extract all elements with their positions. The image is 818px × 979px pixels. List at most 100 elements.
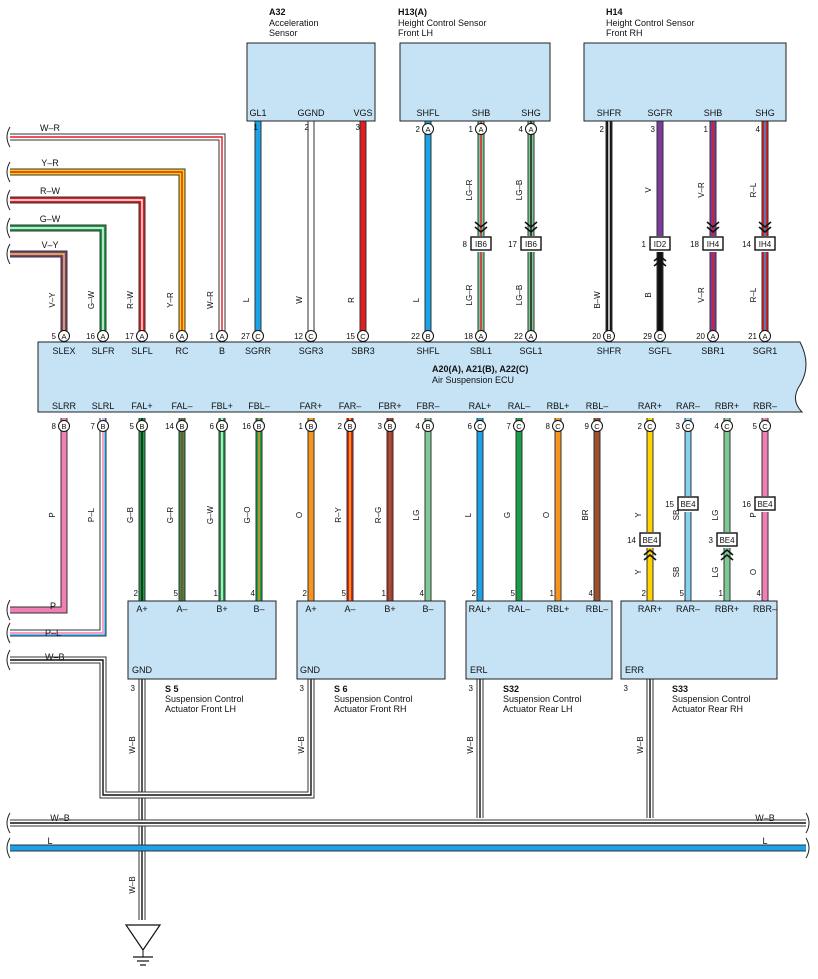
actuator-box-s5	[127, 600, 277, 680]
sensor-name: Height Control Sensor	[606, 18, 695, 28]
pin-number: 6	[210, 422, 215, 431]
pin-number: 1	[299, 422, 304, 431]
ecu-pin-label: SGL1	[519, 346, 542, 356]
wire-color-label: W–B	[128, 736, 137, 753]
junction-connector-box	[754, 236, 776, 251]
junction-connector-box	[470, 236, 492, 251]
connector-letter: C	[657, 332, 663, 341]
wire-color-label: W–R	[40, 123, 61, 133]
wire-break-mark	[6, 217, 11, 239]
ecu-box	[37, 341, 807, 413]
pin-number: 2	[338, 422, 343, 431]
pin-number: 5	[753, 422, 758, 431]
chevron-up-icon	[643, 553, 657, 561]
chevron-down-icon	[524, 226, 538, 234]
pin-number: 2	[472, 589, 477, 598]
junction-connector-label: BE4	[642, 536, 658, 545]
wire-color-label: W–B	[297, 736, 306, 753]
ecu-pin-label: SHFL	[416, 346, 439, 356]
junction-connector-label: IH4	[759, 240, 772, 249]
connector-letter: C	[555, 422, 561, 431]
ecu-pin-label: FBR+	[378, 401, 401, 411]
connector-letter: B	[606, 332, 611, 341]
connector-letter: C	[647, 422, 653, 431]
wire-color-label: R–G	[374, 507, 383, 523]
actuator-id: S 5	[165, 684, 179, 694]
wire-color-label: R–W	[40, 186, 61, 196]
pin-label: SHFL	[416, 108, 439, 118]
wires-layer	[10, 121, 806, 920]
connector-letter: C	[308, 332, 314, 341]
connector-pin-marker	[759, 330, 771, 342]
pin-number: 1	[254, 123, 259, 132]
junction-connector-label: BE4	[680, 500, 696, 509]
actuator-pin-label: A–	[344, 604, 355, 614]
pin-number: 21	[748, 332, 757, 341]
actuator-pin-label: B+	[384, 604, 395, 614]
pin-label: SHB	[704, 108, 723, 118]
connector-pin-marker	[216, 330, 228, 342]
connector-letter: A	[762, 332, 767, 341]
connector-pin-marker	[305, 330, 317, 342]
sensor-name: Acceleration	[269, 18, 319, 28]
junction-connector-label: BE4	[757, 500, 773, 509]
sensor-box-h13	[399, 42, 551, 122]
connector-letter: B	[308, 422, 313, 431]
wire-left-1-stripe	[10, 171, 183, 336]
wire-color-label: R–Y	[334, 507, 343, 523]
wire-break-mark	[6, 126, 11, 148]
connector-letter: B	[256, 422, 261, 431]
actuator-id: S33	[672, 684, 688, 694]
wire-color-label: R–L	[749, 182, 758, 197]
connector-letter: C	[724, 422, 730, 431]
chevron-up-icon	[653, 259, 667, 267]
wire-break-mark	[6, 622, 11, 644]
wire-break-mark	[6, 161, 11, 183]
ecu-name: Air Suspension ECU	[432, 375, 514, 385]
connector-pin-marker	[357, 330, 369, 342]
actuator-pin-label: RAR+	[638, 604, 662, 614]
pin-number: 18	[690, 240, 699, 249]
ecu-pin-label: B	[219, 346, 225, 356]
wire-color-label: G–O	[243, 507, 252, 524]
pin-number: 17	[508, 240, 517, 249]
actuator-name: Actuator Rear RH	[672, 704, 743, 714]
junction-connector-label: BE4	[719, 536, 735, 545]
pin-number: 4	[757, 589, 762, 598]
wire-color-label: O	[542, 512, 551, 518]
pin-number: 5	[511, 589, 516, 598]
pin-number: 6	[170, 332, 175, 341]
sensor-name: Front RH	[606, 28, 643, 38]
wire-color-label: W	[295, 296, 304, 304]
actuator-id: S 6	[334, 684, 348, 694]
bus-label: W–B	[50, 813, 70, 823]
actuator-pin-label: B+	[216, 604, 227, 614]
ecu-pin-label: FBR–	[416, 401, 439, 411]
connector-letter: C	[762, 422, 768, 431]
wire-color-label: L	[464, 512, 473, 517]
actuator-name: Suspension Control	[503, 694, 582, 704]
ecu-pin-label: RC	[176, 346, 189, 356]
actuator-box-s33	[620, 600, 778, 680]
connector-letter: C	[477, 422, 483, 431]
pin-number: 5	[174, 589, 179, 598]
wire-break-mark	[6, 599, 11, 621]
actuator-id: S32	[503, 684, 519, 694]
pin-number: 7	[91, 422, 96, 431]
connector-letter: A	[478, 125, 483, 134]
ecu-pin-label: RAL+	[469, 401, 492, 411]
pin-number: 22	[411, 332, 420, 341]
wire-color-label: Y	[634, 569, 643, 575]
chevron-down-icon	[758, 221, 772, 229]
ecu-pin-label: FBL+	[211, 401, 233, 411]
pin-number: 4	[416, 422, 421, 431]
wire-left-2-outline	[10, 196, 146, 336]
pin-number: 4	[756, 125, 761, 134]
wire-break-mark	[6, 812, 11, 834]
pin-number: 1	[642, 240, 647, 249]
wire-color-label: LG–B	[515, 180, 524, 200]
connector-letter: B	[425, 422, 430, 431]
pin-label: SGFR	[647, 108, 673, 118]
junction-connector-box	[716, 532, 738, 547]
ecu-pin-label: SGR3	[299, 346, 324, 356]
